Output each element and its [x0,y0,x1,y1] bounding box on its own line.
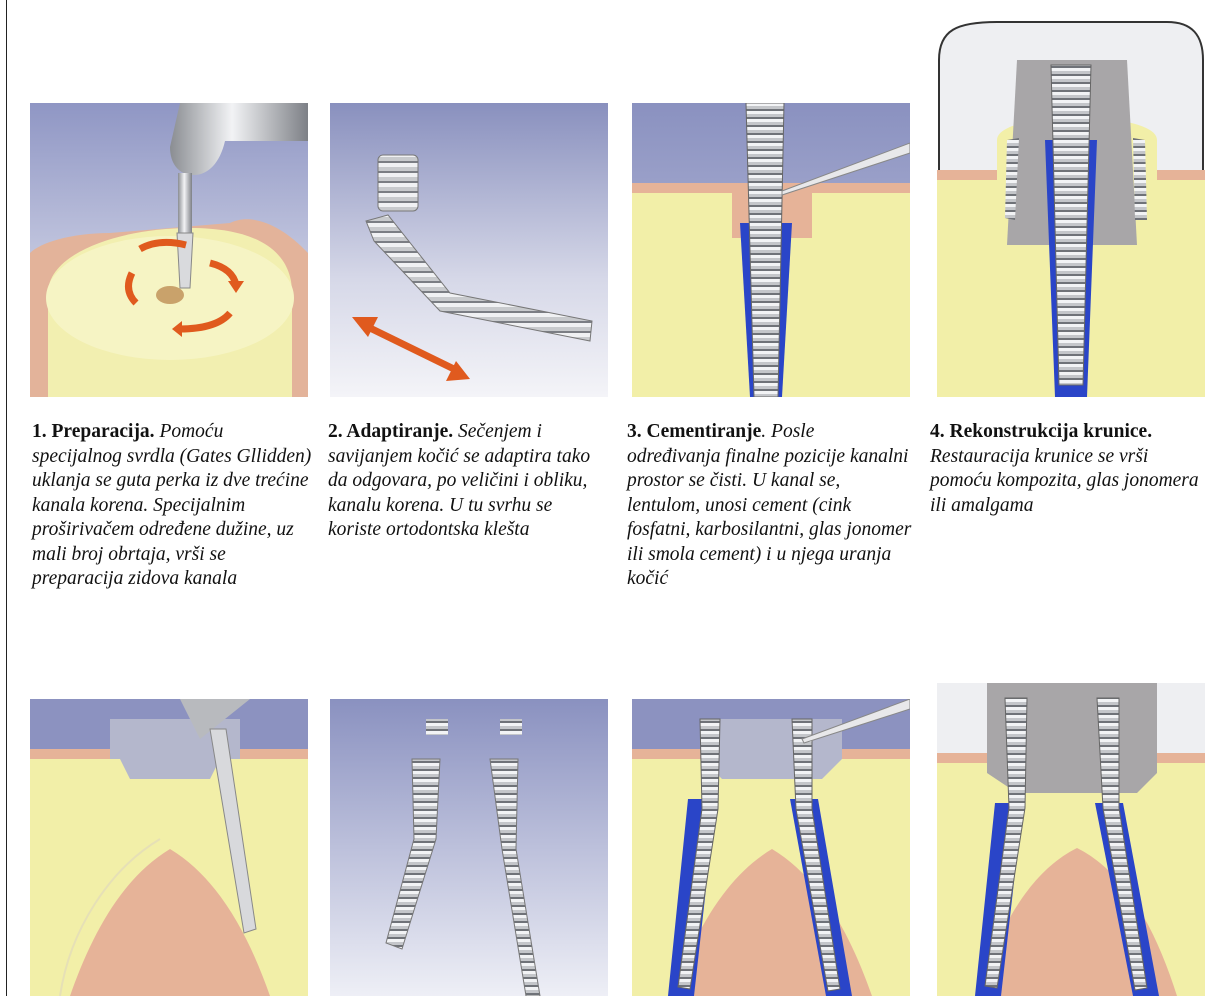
preparation-multiroot-drawing [30,699,308,996]
preparation-drawing [30,103,308,397]
crown-reconstruction-drawing [937,20,1205,397]
step-1-title: 1. Preparacija. [32,421,155,442]
step-4-title: 4. Rekonstrukcija krunice. [930,421,1152,442]
illustration-cementation-multiroot [632,699,910,996]
step-2-title: 2. Adaptiranje. [328,421,453,442]
step-3-title-separator: . [761,421,766,442]
step-4-text: Restauracija krunice se vrši pomoću komp… [930,446,1199,516]
illustration-cementation [632,103,910,397]
step-3-text: Posle određivanja finalne pozicije kanal… [627,421,911,589]
illustration-crown-reconstruction [937,20,1205,397]
left-border-line [6,0,7,996]
caption-step-2: 2. Adaptiranje. Sečenjem i savijanjem ko… [328,420,603,543]
illustration-crown-reconstruction-multiroot [937,683,1205,996]
illustration-preparation-multiroot [30,699,308,996]
caption-step-4: 4. Rekonstrukcija krunice. Restauracija … [930,420,1205,518]
illustration-adaptation [330,103,608,397]
illustration-adaptation-multiroot [330,699,608,996]
cementation-drawing [632,103,910,397]
step-3-title: 3. Cementiranje [627,421,761,442]
caption-step-1: 1. Preparacija. Pomoću specijalnog svrdl… [32,420,317,592]
step-1-text: Pomoću specijalnog svrdla (Gates Gllidde… [32,421,311,589]
illustration-preparation [30,103,308,397]
caption-step-3: 3. Cementiranje. Posle određivanja final… [627,420,912,592]
adaptation-drawing [330,103,608,397]
crown-reconstruction-multiroot-drawing [937,683,1205,996]
cementation-multiroot-drawing [632,699,910,996]
adaptation-multiroot-drawing [330,699,608,996]
